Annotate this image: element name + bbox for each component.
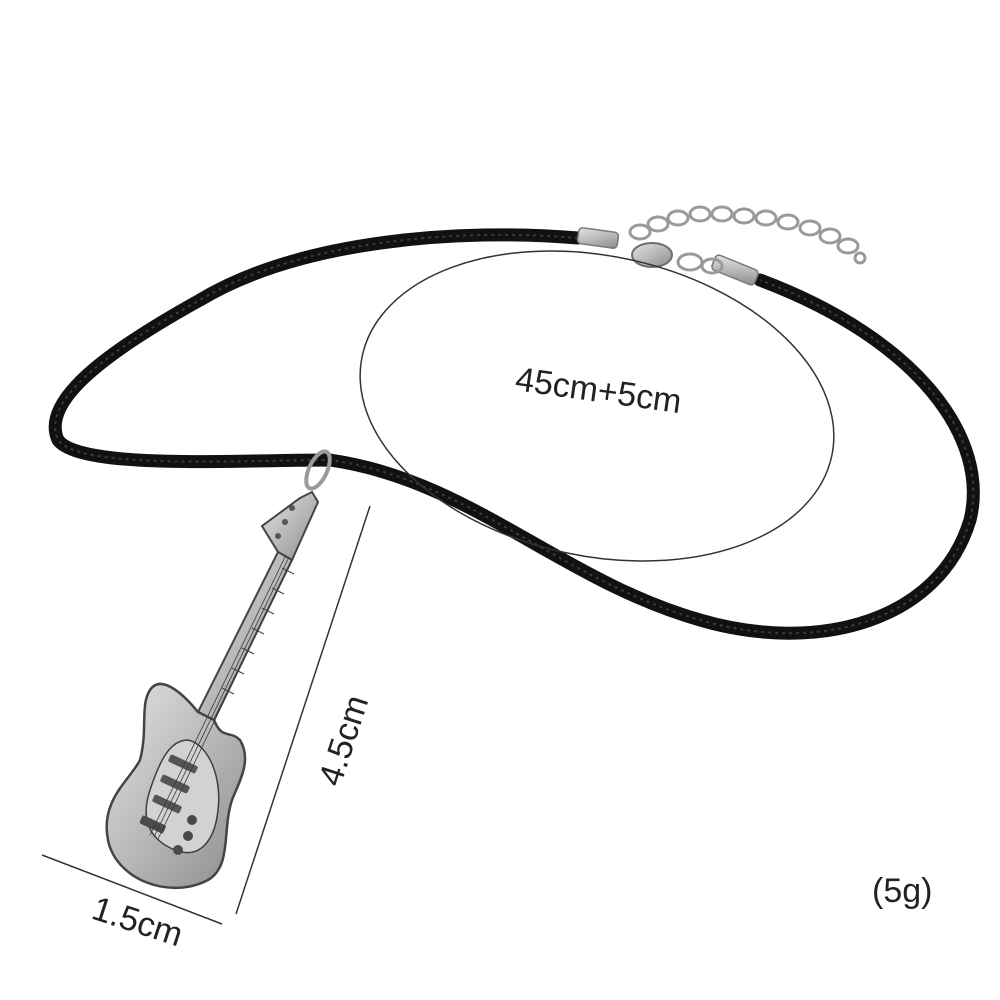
cord [48, 228, 980, 640]
lobster-clasp-icon [631, 242, 724, 275]
guitar-icon [105, 490, 320, 890]
chain-length-oval [359, 250, 835, 562]
pendant-height-label: 4.5cm [311, 691, 376, 791]
crimp-end-right [711, 254, 759, 286]
weight-label: (5g) [872, 872, 932, 910]
pendant-width-label: 1.5cm [88, 889, 188, 954]
chain-length-label: 45cm+5cm [513, 360, 684, 421]
cord-highlight [54, 233, 975, 635]
extension-chain [628, 205, 867, 265]
crimp-end-left [576, 227, 620, 249]
jump-ring [304, 449, 332, 491]
height-guide-line [235, 505, 371, 915]
width-guide-line [41, 854, 223, 925]
